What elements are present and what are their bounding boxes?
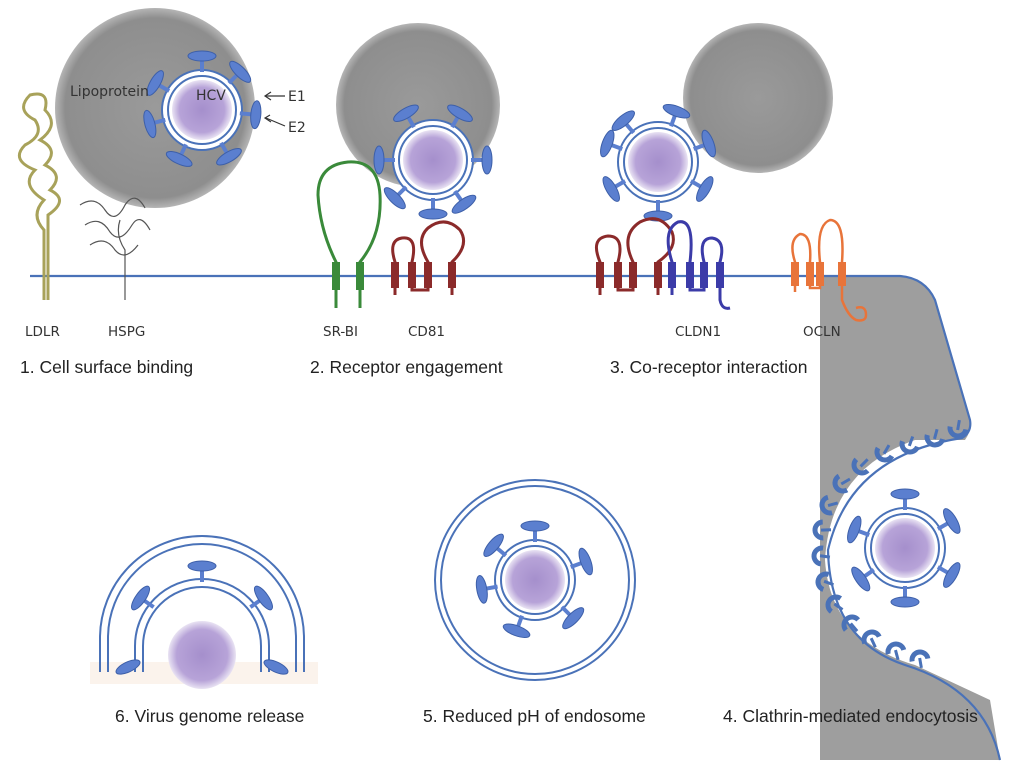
ocln-tm-3 xyxy=(816,262,824,286)
ocln-receptor xyxy=(791,218,868,322)
cldn1-tm-1 xyxy=(668,262,676,288)
cd81-s3-tm-3 xyxy=(629,262,637,288)
cd81-tm-2 xyxy=(408,262,416,288)
e2-arrow xyxy=(265,117,286,127)
hcv-label: HCV xyxy=(196,88,226,104)
ocln-label: OCLN xyxy=(803,324,841,340)
ocln-tm-2 xyxy=(806,262,814,286)
lipoprotein-label: Lipoprotein xyxy=(70,84,149,100)
fused-membrane-shell xyxy=(99,535,305,672)
sr-bi-label: SR-BI xyxy=(323,324,358,340)
e2-arrow-head xyxy=(263,114,272,123)
step-2-label: 2. Receptor engagement xyxy=(310,357,503,377)
cldn1-tm-3 xyxy=(700,262,708,288)
sr-bi-tm-2 xyxy=(356,262,364,290)
lipoprotein-particle-3 xyxy=(683,23,833,173)
hcv-virion-4 xyxy=(844,488,964,608)
cldn1-label: CLDN1 xyxy=(675,324,721,340)
cldn1-tm-4 xyxy=(716,262,724,288)
step-1-label: 1. Cell surface binding xyxy=(20,357,193,377)
cldn1-tm-2 xyxy=(686,262,694,288)
hspg-proteoglycan xyxy=(79,197,151,300)
cd81-receptor xyxy=(391,220,466,295)
cd81-label: CD81 xyxy=(408,324,445,340)
hspg-label: HSPG xyxy=(108,324,145,340)
sr-bi-tm-1 xyxy=(332,262,340,290)
cd81-tm-1 xyxy=(391,262,399,288)
cd81-tm-3 xyxy=(424,262,432,288)
step-3-label: 3. Co-receptor interaction xyxy=(610,357,807,377)
cd81-s3-tm-1 xyxy=(596,262,604,288)
cd81-s3-tm-4 xyxy=(654,262,662,288)
ocln-tm-1 xyxy=(791,262,799,286)
sr-bi-receptor xyxy=(316,160,382,308)
cldn1-receptor xyxy=(666,220,731,310)
cd81-receptor-step3 xyxy=(594,217,675,295)
cd81-s3-tm-2 xyxy=(614,262,622,288)
step-5-label: 5. Reduced pH of endosome xyxy=(423,706,646,726)
released-genome xyxy=(168,621,236,689)
cd81-tm-4 xyxy=(448,262,456,288)
ldlr-label: LDLR xyxy=(25,324,60,340)
cytoplasm-region xyxy=(820,275,1000,760)
e2-label: E2 xyxy=(288,120,306,136)
plasma-membrane xyxy=(30,274,1002,761)
e1-label: E1 xyxy=(288,89,306,105)
glycoprotein-spikes-6 xyxy=(115,560,289,675)
e1-arrow-head xyxy=(263,91,272,101)
ocln-tm-4 xyxy=(838,262,846,286)
ldlr-receptor xyxy=(17,92,61,300)
step-6-label: 6. Virus genome release xyxy=(115,706,304,726)
step-4-label: 4. Clathrin-mediated endocytosis xyxy=(723,706,978,726)
